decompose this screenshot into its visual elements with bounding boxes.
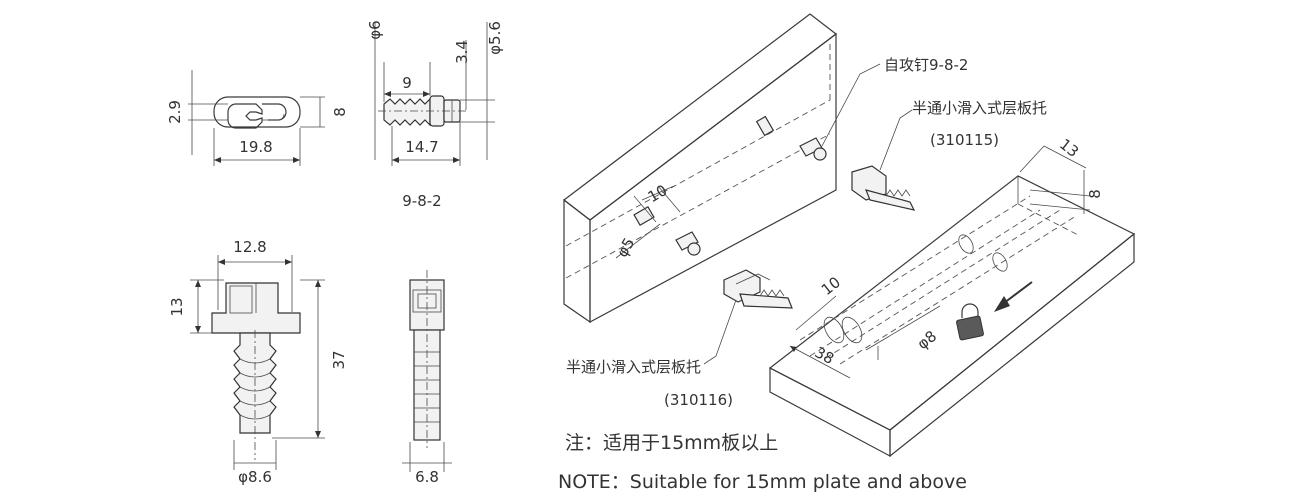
note-en: NOTE：Suitable for 15mm plate and above bbox=[558, 471, 967, 493]
dim-phi-5: φ5 bbox=[613, 235, 638, 261]
dim-phi-8: φ8 bbox=[914, 327, 940, 353]
dim-10-bottom: 10 bbox=[818, 273, 844, 299]
dim-9: 9 bbox=[402, 74, 412, 92]
view-support-side: 12.8 13 37 φ8.6 bbox=[168, 238, 348, 486]
label-support-a: 半通小滑入式层板托 bbox=[912, 99, 1047, 117]
screw-callout: 自攻钉9-8-2 bbox=[821, 56, 968, 147]
dim-phi-6: φ6 bbox=[366, 20, 384, 39]
slider-slot bbox=[227, 103, 263, 129]
dim-phi-8-6: φ8.6 bbox=[238, 468, 272, 486]
label-screw: 自攻钉9-8-2 bbox=[884, 56, 968, 74]
shelf-support-b: 半通小滑入式层板托 (310116) bbox=[566, 269, 793, 409]
dim-12-8: 12.8 bbox=[233, 238, 266, 256]
screw-caption: 9-8-2 bbox=[402, 192, 441, 210]
screw-in-panel-1 bbox=[799, 137, 827, 161]
dim-10-top: 10 bbox=[645, 181, 671, 206]
arrow-down-left-icon bbox=[994, 281, 1033, 312]
dim-14-7: 14.7 bbox=[405, 138, 438, 156]
dim-6-8: 6.8 bbox=[415, 468, 439, 486]
label-support-a-code: (310115) bbox=[930, 131, 999, 149]
dim-13: 13 bbox=[1056, 135, 1082, 161]
lock-icon bbox=[956, 303, 984, 341]
dim-height-small: 2.9 bbox=[166, 100, 184, 124]
note-cn: 注：适用于15mm板以上 bbox=[565, 432, 779, 454]
view-support-front: 6.8 bbox=[402, 270, 452, 486]
screw-in-panel-2 bbox=[675, 231, 701, 256]
dim-width: 19.8 bbox=[239, 138, 272, 156]
view-slider-front: 19.8 8 2.9 bbox=[166, 70, 349, 166]
dim-13: 13 bbox=[168, 297, 186, 316]
dim-37: 37 bbox=[330, 350, 348, 369]
dim-38: 38 bbox=[812, 343, 837, 368]
upright-panel: 10 φ5 bbox=[563, 13, 837, 324]
dim-8: 8 bbox=[1086, 189, 1104, 199]
label-support-b: 半通小滑入式层板托 bbox=[566, 358, 701, 376]
shelf-board: 13 8 10 38 φ8 bbox=[768, 135, 1136, 458]
dim-3-4: 3.4 bbox=[453, 40, 471, 64]
screw-thread bbox=[383, 97, 431, 127]
dim-height: 8 bbox=[331, 107, 349, 117]
view-screw: 9 φ6 3.4 φ5.6 14.7 9-8-2 bbox=[366, 20, 504, 210]
dim-phi-5-6: φ5.6 bbox=[486, 21, 504, 55]
shelf-support-a: 半通小滑入式层板托 (310115) bbox=[851, 99, 1047, 211]
label-support-b-code: (310116) bbox=[664, 391, 733, 409]
